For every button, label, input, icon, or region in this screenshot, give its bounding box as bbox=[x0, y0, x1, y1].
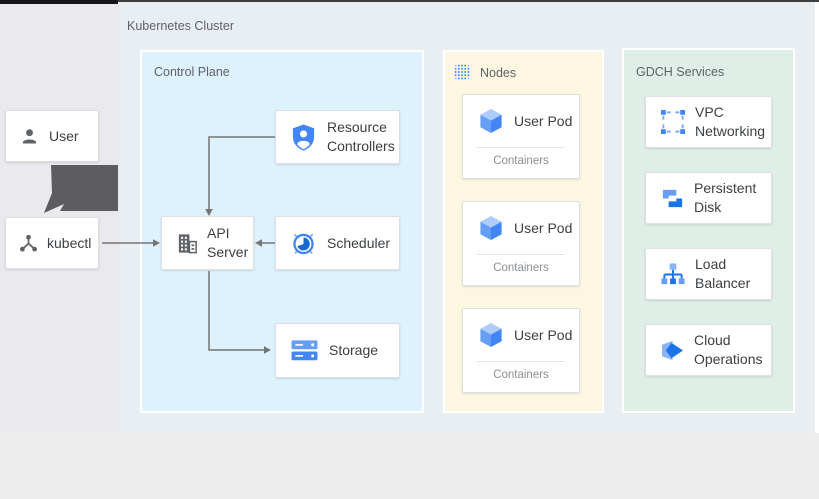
containers-label: Containers bbox=[493, 369, 549, 381]
resource-controllers-card: Resource Controllers bbox=[275, 110, 400, 164]
pod-cube-icon bbox=[479, 322, 503, 348]
user-pod-card-3: User Pod Containers bbox=[462, 308, 580, 393]
user-pod-card-2: User Pod Containers bbox=[462, 201, 580, 286]
load-balancer-card: Load Balancer bbox=[645, 248, 772, 300]
control-plane-label: Control Plane bbox=[154, 65, 230, 79]
vpc-networking-card: VPC Networking bbox=[645, 96, 772, 148]
containers-label: Containers bbox=[493, 262, 549, 274]
persistent-disk-icon bbox=[660, 186, 685, 211]
scheduler-label: Scheduler bbox=[327, 234, 391, 251]
persistent-disk-label: Persistent Disk bbox=[694, 180, 757, 215]
scheduler-clock-icon bbox=[290, 230, 317, 257]
divider bbox=[477, 254, 565, 255]
vpc-networking-icon bbox=[660, 109, 686, 135]
storage-icon bbox=[290, 338, 319, 363]
resource-controllers-label: Resource Controllers bbox=[327, 119, 395, 154]
top-edge-bar bbox=[0, 0, 118, 4]
kubectl-icon bbox=[18, 233, 39, 254]
cloud-operations-label: Cloud Operations bbox=[694, 332, 763, 367]
divider bbox=[477, 361, 565, 362]
pod-title: User Pod bbox=[514, 219, 573, 236]
kubectl-label: kubectl bbox=[47, 234, 92, 251]
pod-title-row: User Pod bbox=[463, 202, 579, 254]
top-edge-line bbox=[118, 0, 819, 2]
user-card: User bbox=[5, 110, 99, 162]
api-server-label: API Server bbox=[207, 225, 249, 260]
pod-title-row: User Pod bbox=[463, 309, 579, 361]
kubectl-card: kubectl bbox=[5, 217, 99, 269]
containers-label: Containers bbox=[493, 155, 549, 167]
pod-title: User Pod bbox=[514, 326, 573, 343]
nodes-label: Nodes bbox=[480, 66, 517, 80]
node-grid-icon bbox=[454, 64, 470, 80]
person-icon bbox=[20, 127, 39, 146]
user-label: User bbox=[49, 127, 79, 144]
persistent-disk-card: Persistent Disk bbox=[645, 172, 772, 224]
pod-title-row: User Pod bbox=[463, 95, 579, 147]
load-balancer-icon bbox=[660, 262, 686, 287]
scheduler-card: Scheduler bbox=[275, 216, 400, 270]
cloud-operations-card: Cloud Operations bbox=[645, 324, 772, 376]
pod-cube-icon bbox=[479, 108, 503, 134]
kubernetes-cluster-label: Kubernetes Cluster bbox=[127, 19, 235, 33]
vpc-networking-label: VPC Networking bbox=[695, 104, 766, 139]
pod-title: User Pod bbox=[514, 112, 573, 129]
storage-label: Storage bbox=[329, 342, 379, 358]
user-pod-card-1: User Pod Containers bbox=[462, 94, 580, 179]
pod-cube-icon bbox=[479, 215, 503, 241]
api-building-icon bbox=[176, 232, 199, 255]
gdch-services-label: GDCH Services bbox=[636, 65, 725, 79]
divider bbox=[477, 147, 565, 148]
shield-person-icon bbox=[290, 123, 317, 152]
load-balancer-label: Load Balancer bbox=[695, 256, 751, 291]
cloud-operations-icon bbox=[660, 339, 685, 362]
api-server-card: API Server bbox=[161, 216, 254, 270]
bottom-panel bbox=[0, 433, 819, 499]
storage-card: Storage bbox=[275, 323, 400, 378]
